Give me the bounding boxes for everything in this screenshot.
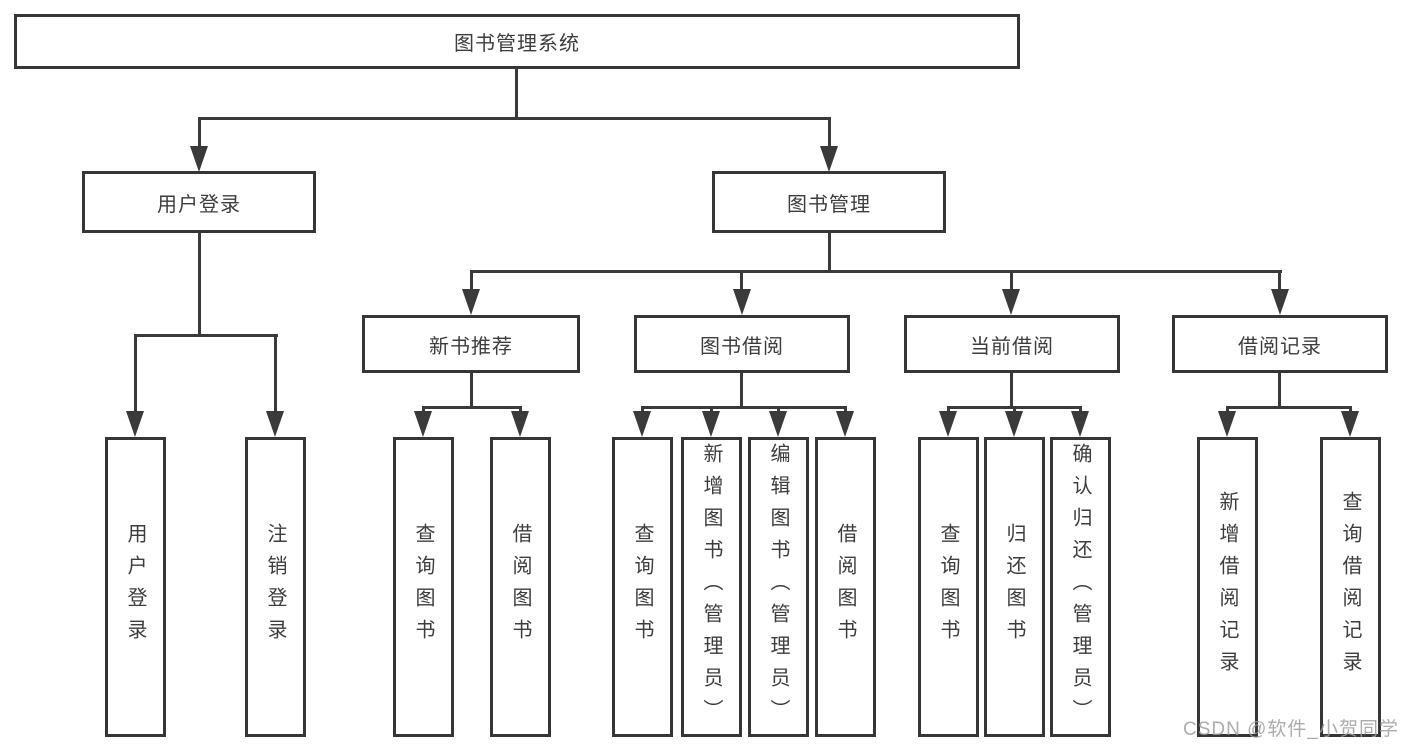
connector-line: [470, 373, 473, 409]
node-current-borrowing: 当前借阅: [904, 315, 1120, 373]
connector-line: [844, 406, 847, 414]
arrowhead-down: [820, 146, 838, 172]
leaf-label: 归还图书: [1003, 523, 1025, 651]
connector-line: [515, 68, 518, 120]
connector-line: [1278, 373, 1281, 409]
leaf-query-books-current: 查询图书: [918, 437, 979, 737]
connector-line: [828, 117, 831, 149]
leaf-label: 注销登录: [264, 523, 286, 651]
connector-line: [422, 406, 522, 409]
connector-line: [740, 373, 743, 409]
leaf-label: 查询图书: [937, 523, 959, 651]
node-user-login: 用户登录: [82, 171, 316, 233]
leaf-add-borrow-record: 新增借阅记录: [1197, 437, 1258, 737]
leaf-add-books-admin: 新增图书（管理员）: [681, 437, 742, 737]
leaf-return-books: 归还图书: [984, 437, 1045, 737]
leaf-label: 借阅图书: [509, 523, 531, 651]
node-label: 图书管理系统: [454, 33, 580, 55]
csdn-watermark: CSDN @软件_小贺同学: [1183, 719, 1399, 740]
connector-line: [641, 406, 644, 414]
arrowhead-down: [1002, 289, 1020, 315]
leaf-label: 查询借阅记录: [1339, 491, 1361, 683]
leaf-label: 借阅图书: [834, 523, 856, 651]
node-new-book-recommendation: 新书推荐: [362, 315, 580, 373]
connector-line: [740, 270, 743, 291]
connector-line: [1278, 270, 1281, 291]
connector-line: [1079, 406, 1082, 414]
connector-line: [828, 233, 831, 273]
connector-line: [470, 270, 473, 291]
arrowhead-down: [190, 146, 208, 172]
node-label: 当前借阅: [970, 335, 1054, 358]
connector-line: [134, 334, 278, 337]
leaf-query-books-borrow: 查询图书: [612, 437, 673, 737]
leaf-label: 新增借阅记录: [1216, 491, 1238, 683]
leaf-borrow-books: 借阅图书: [815, 437, 876, 737]
arrowhead-down: [1218, 411, 1236, 437]
arrowhead-down: [1341, 411, 1359, 437]
connector-line: [710, 406, 713, 414]
arrowhead-down: [266, 411, 284, 437]
arrowhead-down: [769, 411, 787, 437]
node-label: 新书推荐: [429, 335, 513, 358]
node-label: 图书借阅: [700, 335, 784, 358]
arrowhead-down: [1005, 411, 1023, 437]
arrowhead-down: [126, 411, 144, 437]
connector-line: [1010, 373, 1013, 409]
arrowhead-down: [511, 411, 529, 437]
connector-line: [1349, 406, 1352, 414]
arrowhead-down: [414, 411, 432, 437]
leaf-label: 确认归还（管理员）: [1069, 443, 1091, 731]
connector-line: [641, 406, 847, 409]
connector-line: [198, 117, 201, 149]
leaf-logout: 注销登录: [245, 437, 306, 737]
leaf-label: 编辑图书（管理员）: [767, 443, 789, 731]
leaf-query-books-recommend: 查询图书: [393, 437, 454, 737]
arrowhead-down: [1071, 411, 1089, 437]
arrowhead-down: [462, 289, 480, 315]
node-book-borrowing: 图书借阅: [634, 315, 850, 373]
connector-line: [1010, 270, 1013, 291]
connector-line: [198, 117, 831, 120]
node-label: 借阅记录: [1238, 335, 1322, 358]
arrowhead-down: [633, 411, 651, 437]
arrowhead-down: [702, 411, 720, 437]
leaf-label: 新增图书（管理员）: [700, 443, 722, 731]
node-label: 用户登录: [157, 193, 241, 216]
leaf-user-login: 用户登录: [105, 437, 166, 737]
leaf-label: 查询图书: [412, 523, 434, 651]
node-library-management-system: 图书管理系统: [14, 14, 1020, 69]
connector-line: [422, 406, 425, 414]
connector-line: [470, 270, 1282, 273]
connector-line: [1226, 406, 1352, 409]
node-book-management: 图书管理: [712, 171, 946, 233]
connector-line: [1013, 406, 1016, 414]
connector-line: [198, 233, 201, 337]
arrowhead-down: [1271, 289, 1289, 315]
arrowhead-down: [733, 289, 751, 315]
leaf-edit-books-admin: 编辑图书（管理员）: [748, 437, 809, 737]
leaf-label: 用户登录: [124, 523, 146, 651]
connector-line: [777, 406, 780, 414]
connector-line: [274, 334, 277, 413]
node-label: 图书管理: [787, 193, 871, 216]
leaf-confirm-return-admin: 确认归还（管理员）: [1050, 437, 1111, 737]
connector-line: [134, 334, 137, 413]
arrowhead-down: [939, 411, 957, 437]
leaf-borrow-books-recommend: 借阅图书: [490, 437, 551, 737]
connector-line: [519, 406, 522, 414]
leaf-label: 查询图书: [631, 523, 653, 651]
arrowhead-down: [836, 411, 854, 437]
connector-line: [1226, 406, 1229, 414]
node-borrowing-records: 借阅记录: [1172, 315, 1388, 373]
connector-line: [947, 406, 950, 414]
leaf-query-borrow-record: 查询借阅记录: [1320, 437, 1381, 737]
